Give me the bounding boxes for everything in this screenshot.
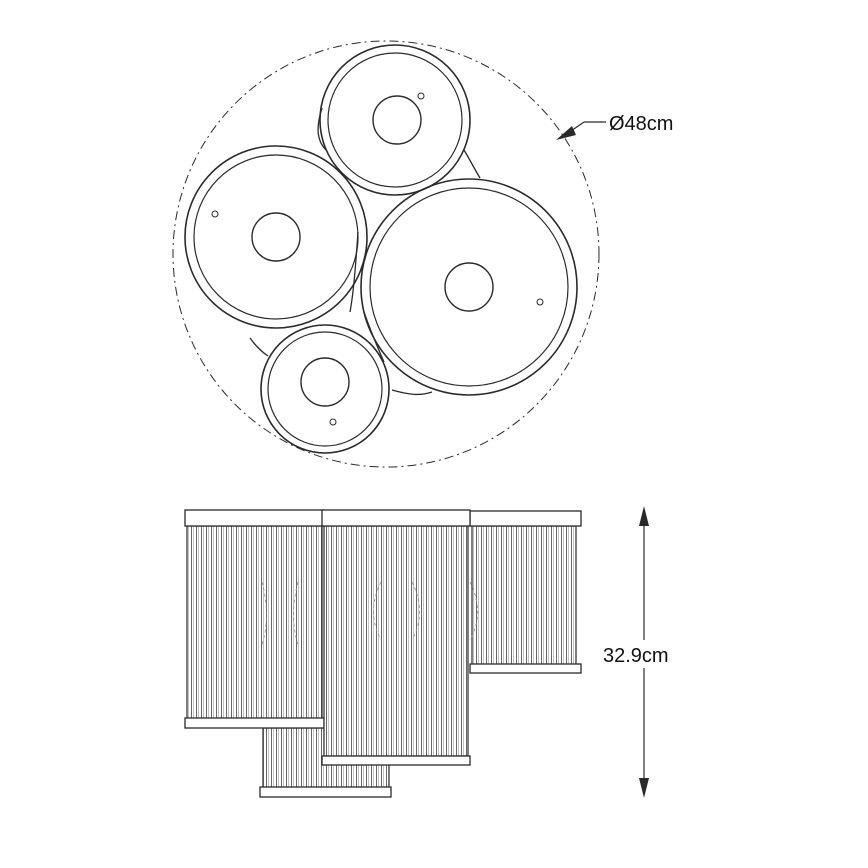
outer-diameter-circle xyxy=(172,40,600,468)
shade-top xyxy=(319,44,471,196)
height-label: 32.9cm xyxy=(603,645,669,667)
bulb-bottom xyxy=(300,357,350,407)
diameter-leader xyxy=(556,121,606,140)
bulb-top xyxy=(372,95,422,145)
side-view xyxy=(184,506,649,798)
screw-right xyxy=(536,298,544,306)
side-shade-right xyxy=(469,510,582,674)
height-label-background xyxy=(600,640,692,668)
side-shade-center xyxy=(321,509,478,766)
shade-left xyxy=(184,145,368,329)
side-shade-left xyxy=(184,509,325,729)
base-plate-outline xyxy=(249,107,481,396)
screw-bottom xyxy=(329,418,337,426)
diameter-label: Ø48cm xyxy=(609,113,673,135)
bulb-right xyxy=(444,262,494,312)
top-view xyxy=(172,40,606,468)
screw-top xyxy=(417,92,425,100)
screw-left xyxy=(211,210,219,218)
shade-bottom xyxy=(260,324,390,454)
bulb-left xyxy=(251,212,301,262)
shade-right xyxy=(360,178,578,396)
